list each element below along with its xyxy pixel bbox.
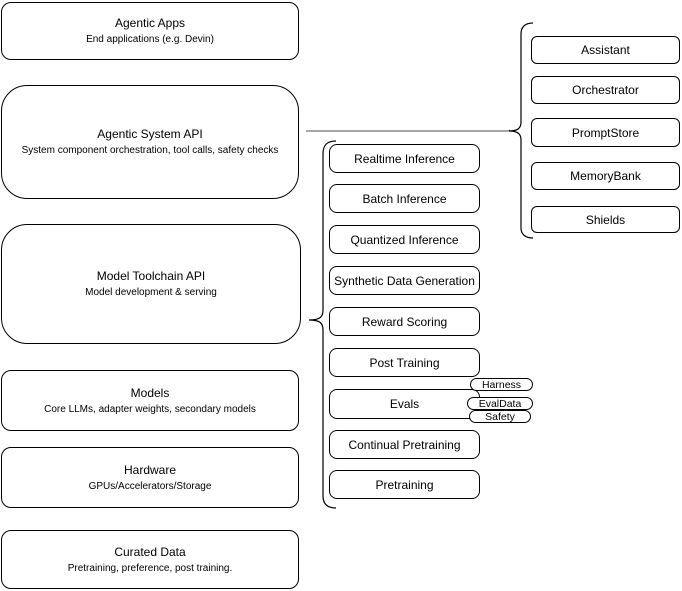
- node-label: Orchestrator: [572, 83, 639, 97]
- node-realtime-inference: Realtime Inference: [329, 144, 480, 173]
- node-memorybank: MemoryBank: [531, 162, 680, 190]
- node-subtitle: GPUs/Accelerators/Storage: [88, 480, 212, 492]
- node-hardware: Hardware GPUs/Accelerators/Storage: [1, 447, 299, 508]
- node-batch-inference: Batch Inference: [329, 184, 480, 213]
- node-label: Quantized Inference: [350, 232, 459, 247]
- node-curated-data: Curated Data Pretraining, preference, po…: [1, 530, 299, 589]
- node-title: Model Toolchain API: [96, 269, 206, 283]
- node-title: Models: [130, 385, 170, 400]
- node-post-training: Post Training: [329, 348, 480, 377]
- node-subtitle: End applications (e.g. Devin): [86, 34, 214, 45]
- node-label: MemoryBank: [570, 169, 641, 183]
- node-agentic-system-api: Agentic System API System component orch…: [1, 85, 299, 199]
- node-label: Reward Scoring: [361, 314, 448, 329]
- node-subtitle: Pretraining, preference, post training.: [67, 562, 233, 574]
- node-promptstore: PromptStore: [531, 118, 680, 147]
- node-label: Batch Inference: [362, 191, 447, 206]
- node-subtitle: Model development & serving: [85, 287, 217, 298]
- pill-label: EvalData: [478, 397, 522, 410]
- node-models: Models Core LLMs, adapter weights, secon…: [1, 370, 299, 431]
- pill-evaldata: EvalData: [467, 397, 533, 410]
- node-label: Post Training: [369, 355, 440, 370]
- pill-label: Safety: [485, 410, 515, 423]
- node-subtitle: Core LLMs, adapter weights, secondary mo…: [44, 403, 256, 415]
- components-brace: [508, 22, 534, 239]
- pill-harness: Harness: [470, 378, 533, 391]
- node-label: Pretraining: [375, 477, 434, 492]
- node-label: Realtime Inference: [354, 151, 455, 166]
- pill-safety: Safety: [469, 410, 531, 423]
- node-quantized-inference: Quantized Inference: [329, 225, 480, 254]
- node-title: Curated Data: [114, 544, 186, 559]
- node-synthetic-data-generation: Synthetic Data Generation: [329, 266, 480, 295]
- node-evals: Evals: [329, 389, 480, 419]
- api-to-components-connector: [306, 129, 511, 132]
- node-label: Shields: [585, 212, 626, 227]
- node-assistant: Assistant: [531, 36, 680, 64]
- node-subtitle: System component orchestration, tool cal…: [21, 145, 279, 156]
- node-continual-pretraining: Continual Pretraining: [329, 430, 480, 459]
- node-label: Evals: [389, 397, 420, 411]
- node-shields: Shields: [531, 206, 680, 233]
- node-label: Synthetic Data Generation: [334, 273, 475, 288]
- pill-label: Harness: [481, 378, 522, 391]
- node-title: Hardware: [123, 462, 177, 477]
- node-title: Agentic System API: [97, 127, 203, 141]
- node-label: Continual Pretraining: [348, 437, 461, 452]
- node-title: Agentic Apps: [114, 16, 186, 30]
- node-reward-scoring: Reward Scoring: [329, 307, 480, 336]
- node-pretraining: Pretraining: [329, 470, 480, 499]
- node-label: PromptStore: [571, 125, 640, 140]
- node-orchestrator: Orchestrator: [531, 76, 680, 104]
- node-label: Assistant: [581, 43, 630, 57]
- node-agentic-apps: Agentic Apps End applications (e.g. Devi…: [1, 2, 299, 60]
- node-model-toolchain-api: Model Toolchain API Model development & …: [1, 224, 301, 344]
